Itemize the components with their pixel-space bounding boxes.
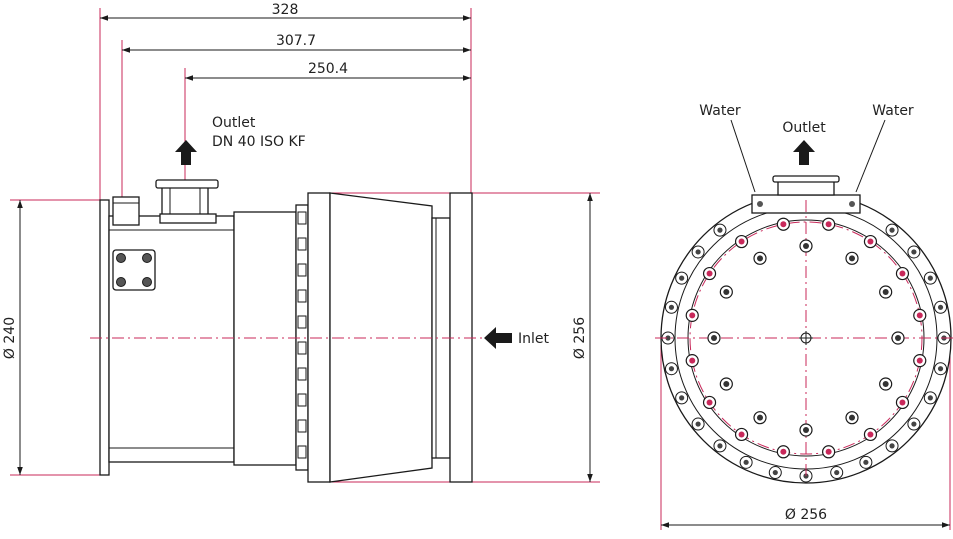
face-bolt-core — [757, 255, 763, 262]
face-bolt-core — [803, 243, 809, 249]
outer-bolt-core — [695, 421, 701, 427]
water-left-label: Water — [699, 103, 741, 119]
water-right-leader — [855, 119, 886, 193]
outer-bolt-core — [863, 459, 869, 465]
side-bolt-head — [297, 289, 307, 303]
side-bolt-head — [297, 367, 307, 381]
dimension-mid-label: 307.7 — [276, 33, 316, 49]
side-bolt-head — [297, 341, 307, 355]
face-bolt-core — [757, 414, 763, 421]
face-bolt-core — [825, 448, 832, 455]
middle-section — [233, 211, 297, 466]
face-bolt-core — [899, 399, 906, 406]
face-bolt-core — [803, 427, 809, 433]
face-bolt-core — [706, 270, 713, 277]
face-bolt-core — [916, 312, 923, 319]
arrow-icon — [175, 140, 197, 165]
face-bolt-holes — [685, 217, 927, 459]
side-bolt-head — [297, 315, 307, 329]
water-left-leader — [730, 119, 756, 193]
outer-bolt-core — [695, 249, 701, 255]
face-bolt-core — [723, 381, 730, 387]
face-bolt-core — [867, 431, 874, 438]
arrow-icon — [793, 140, 815, 165]
face-bolt-core — [706, 399, 713, 406]
dimension-dia-left-label: Ø 240 — [2, 317, 18, 359]
outer-bolt-core — [889, 227, 895, 233]
outlet-spec-label: DN 40 ISO KF — [212, 134, 306, 150]
outer-bolt-core — [889, 443, 895, 449]
face-bolt-core — [711, 335, 717, 341]
outer-bolt-core — [927, 275, 933, 281]
face-bolt-core — [738, 431, 745, 438]
outer-bolt-core — [679, 275, 685, 281]
face-bolt-core — [723, 289, 730, 295]
face-bolt-core — [849, 414, 855, 421]
dimension-dia-right-label: Ø 256 — [572, 317, 588, 359]
dimension-outlet-label: 250.4 — [308, 61, 348, 77]
outer-bolt-core — [665, 335, 671, 341]
outer-bolt-core — [834, 469, 840, 476]
outer-bolt-core — [927, 395, 933, 401]
face-bolt-core — [882, 381, 889, 387]
face-bolt-core — [867, 238, 874, 245]
face-bolt-core — [899, 270, 906, 277]
outer-bolt-core — [717, 227, 723, 233]
dimension-front-dia-label: Ø 256 — [785, 507, 827, 523]
face-bolt-core — [780, 448, 787, 455]
outlet-label: Outlet — [212, 115, 256, 131]
face-bolt-core — [689, 357, 696, 364]
outer-bolt-core — [911, 421, 917, 427]
side-bolt-head — [297, 211, 307, 225]
outer-bolt-core — [679, 395, 685, 401]
side-view: 328 307.7 250.4 Ø 240 Ø 256 — [2, 2, 600, 483]
face-bolt-core — [780, 221, 787, 228]
dimension-overall-label: 328 — [272, 2, 299, 18]
inlet-label: Inlet — [518, 331, 550, 347]
outer-bolt-core — [772, 469, 778, 476]
outer-bolt-core — [937, 304, 944, 310]
face-bolt-core — [895, 335, 901, 341]
outer-bolt-core — [668, 366, 675, 372]
outer-bolt-core — [668, 304, 675, 310]
face-bolt-core — [882, 289, 889, 295]
water-connection — [112, 196, 140, 226]
outer-bolt-core — [717, 443, 723, 449]
front-view: Ø 256 Water Water Outlet — [655, 103, 953, 530]
side-bolt-head — [297, 237, 307, 251]
side-bolt-head — [297, 393, 307, 407]
face-bolt-core — [916, 357, 923, 364]
side-bolt-head — [297, 419, 307, 433]
face-bolt-core — [825, 221, 832, 228]
front-outlet-label: Outlet — [782, 120, 826, 136]
water-right-label: Water — [872, 103, 914, 119]
face-bolt-core — [689, 312, 696, 319]
face-bolt-core — [849, 255, 855, 262]
port-bolts — [116, 253, 152, 287]
outer-bolt-ring — [661, 223, 951, 483]
arrow-icon — [484, 327, 512, 349]
face-bolt-core — [738, 238, 745, 245]
side-bolt-head — [297, 445, 307, 459]
outer-bolt-core — [743, 459, 749, 465]
outer-bolt-core — [937, 366, 944, 372]
side-bolt-head — [297, 263, 307, 277]
outer-bolt-core — [911, 249, 917, 255]
outlet-flange — [155, 179, 219, 224]
